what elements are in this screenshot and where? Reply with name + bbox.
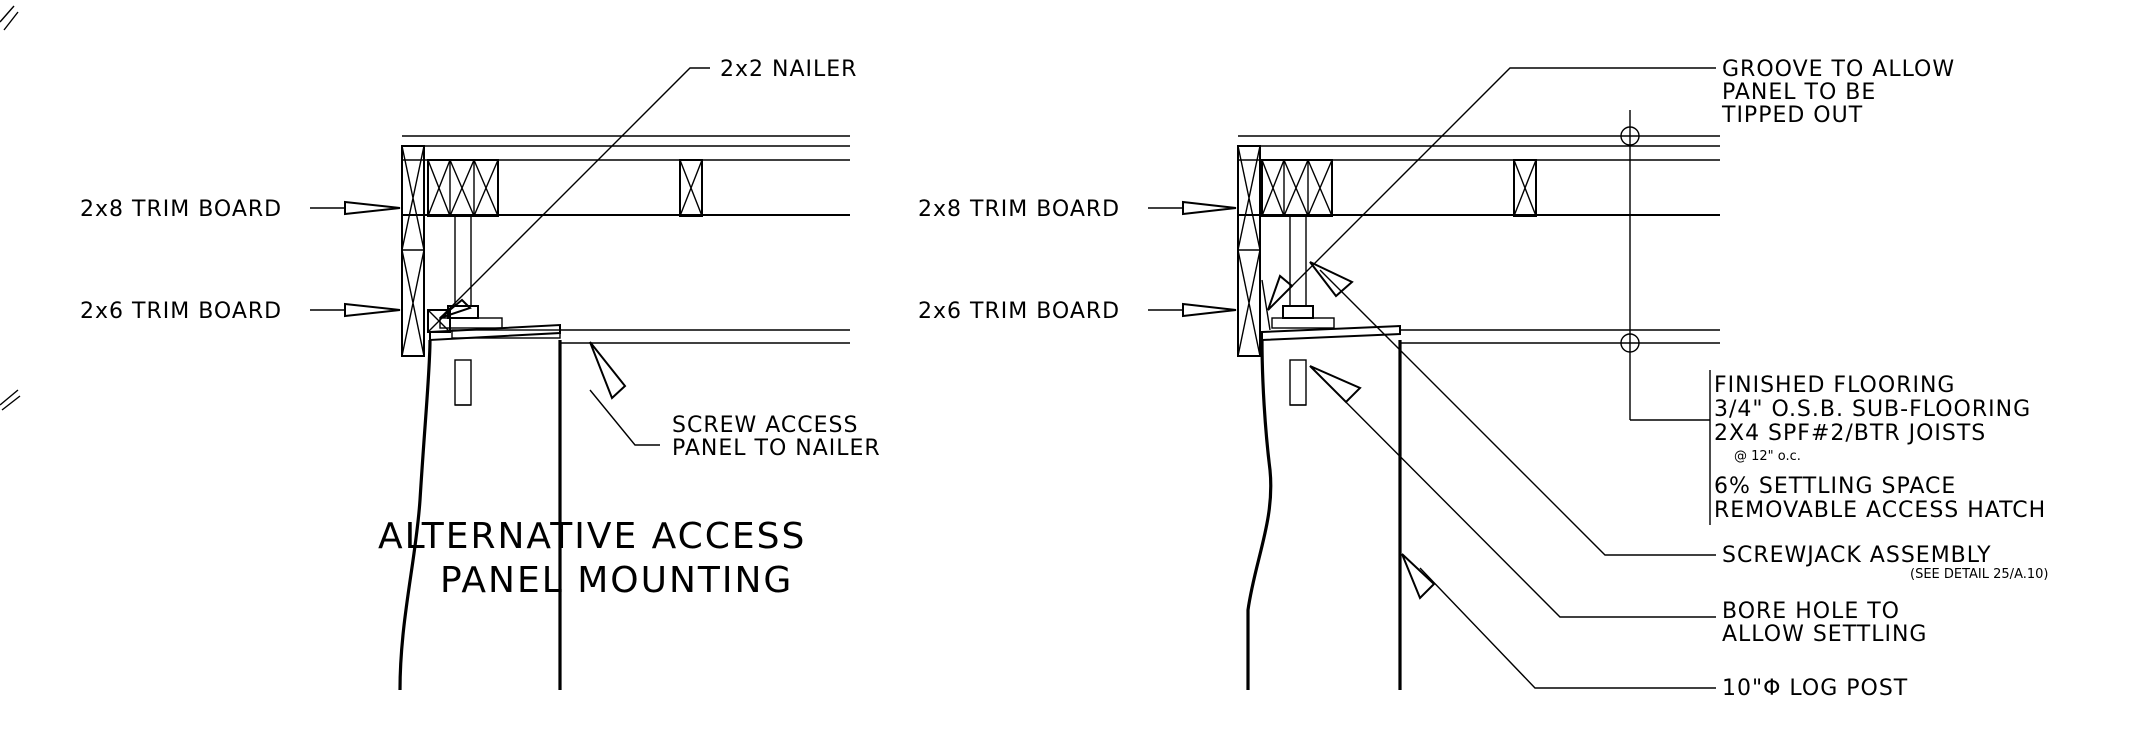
left-title-line-2: PANEL MOUNTING xyxy=(440,560,793,601)
bore-hole-label-line-2: ALLOW SETTLING xyxy=(1722,622,1927,647)
left-detail xyxy=(310,67,850,691)
layer-joists: 2X4 SPF#2/BTR JOISTS xyxy=(1714,421,1986,446)
right-detail xyxy=(1148,67,1720,690)
nailer-label: 2x2 NAILER xyxy=(720,57,857,82)
log-post-label: 10"Φ LOG POST xyxy=(1722,676,1908,701)
layer-joist-spacing: @ 12" o.c. xyxy=(1734,449,1801,464)
groove-label-line-2: PANEL TO BE xyxy=(1722,80,1876,105)
screwjack-label: SCREWJACK ASSEMBLY xyxy=(1722,543,1992,568)
screw-access-label-line-1: SCREW ACCESS xyxy=(672,413,858,438)
layer-osb-subflooring: 3/4" O.S.B. SUB-FLOORING xyxy=(1714,397,2031,422)
right-trim-2x6-label: 2x6 TRIM BOARD xyxy=(918,299,1120,324)
bore-hole-label-line-1: BORE HOLE TO xyxy=(1722,599,1900,624)
layer-access-hatch: REMOVABLE ACCESS HATCH xyxy=(1714,498,2046,523)
groove-label-line-1: GROOVE TO ALLOW xyxy=(1722,57,1955,82)
layer-finished-flooring: FINISHED FLOORING xyxy=(1714,373,1955,398)
left-trim-2x6-label: 2x6 TRIM BOARD xyxy=(80,299,282,324)
right-trim-2x8-label: 2x8 TRIM BOARD xyxy=(918,197,1120,222)
edge-fragment-top xyxy=(0,5,19,31)
screwjack-note: (SEE DETAIL 25/A.10) xyxy=(1910,567,2048,582)
groove-label-line-3: TIPPED OUT xyxy=(1721,103,1863,128)
edge-fragment-mid xyxy=(0,389,21,411)
left-trim-2x8-label: 2x8 TRIM BOARD xyxy=(80,197,282,222)
left-title-line-1: ALTERNATIVE ACCESS xyxy=(378,516,806,557)
layer-settling-space: 6% SETTLING SPACE xyxy=(1714,474,1956,499)
screw-access-label-line-2: PANEL TO NAILER xyxy=(672,436,881,461)
